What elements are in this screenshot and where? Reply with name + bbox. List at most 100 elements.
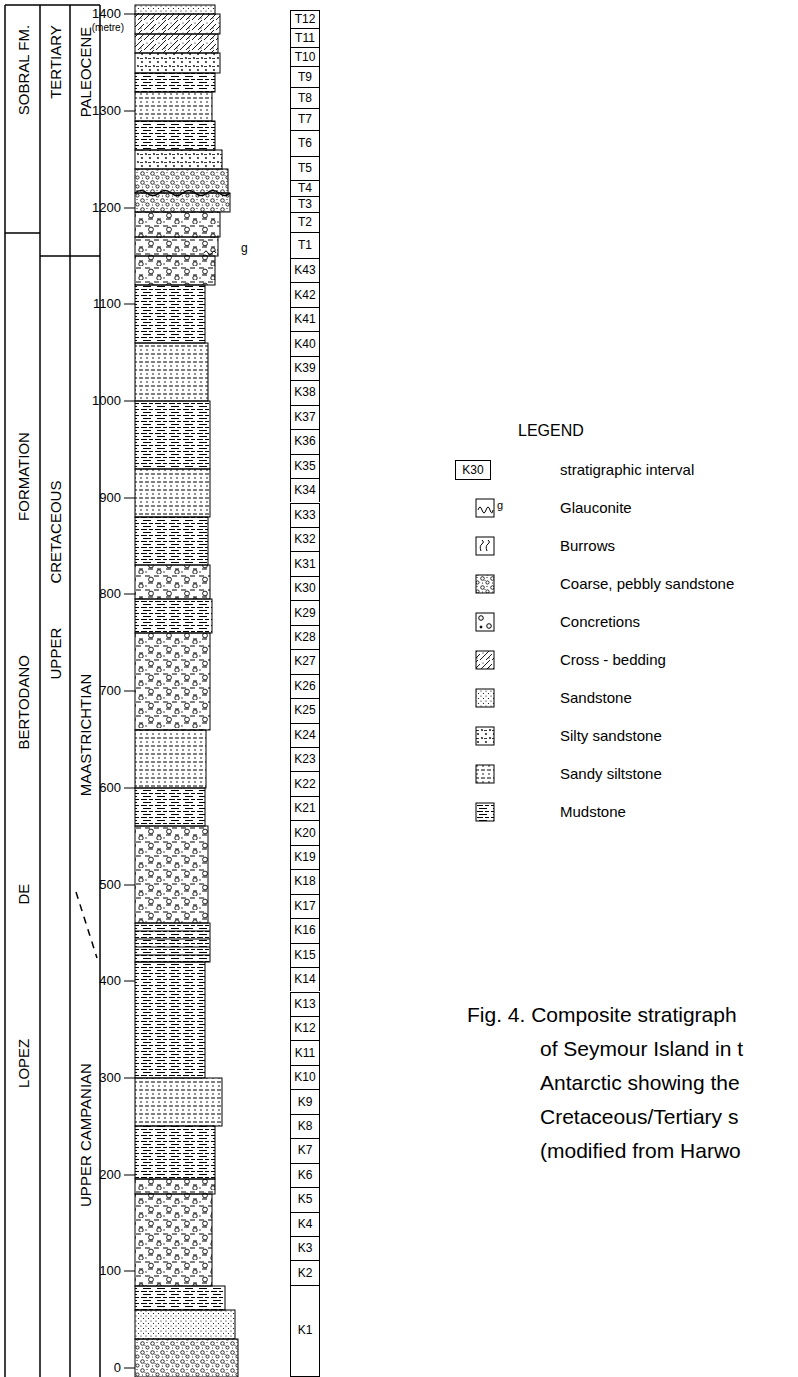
bedding-lines bbox=[135, 931, 210, 955]
interval-box: K25 bbox=[290, 698, 320, 722]
legend-text: Sandy siltstone bbox=[560, 765, 662, 783]
interval-label: T8 bbox=[298, 92, 312, 105]
interval-box: K3 bbox=[290, 1236, 320, 1260]
depth-label: 1400 bbox=[92, 6, 121, 22]
sandy-siltstone-bed bbox=[135, 1078, 222, 1126]
legend-text: Concretions bbox=[560, 613, 640, 631]
legend-title: LEGEND bbox=[518, 421, 584, 440]
interval-box: T10 bbox=[290, 47, 320, 66]
pebbly-sandstone-bed bbox=[135, 1339, 238, 1377]
concretion-bed bbox=[135, 565, 210, 599]
interval-label: K28 bbox=[294, 631, 315, 644]
interval-label: K2 bbox=[298, 1267, 313, 1280]
depth-label: 0 bbox=[114, 1360, 121, 1376]
lithology-column bbox=[135, 5, 238, 1377]
interval-box: K2 bbox=[290, 1260, 320, 1284]
band-label: UPPER CRETACEOUS bbox=[47, 481, 64, 680]
depth-label: 1000 bbox=[92, 393, 121, 409]
interval-label: K41 bbox=[294, 313, 315, 326]
glauconite-symbol bbox=[204, 251, 216, 255]
interval-box: K21 bbox=[290, 796, 320, 820]
interval-label: K30 bbox=[294, 582, 315, 595]
interval-box: K9 bbox=[290, 1089, 320, 1113]
legend-text: Sandstone bbox=[560, 689, 632, 707]
chronostratigraphic-band: TERTIARY bbox=[40, 5, 70, 256]
interval-box: K8 bbox=[290, 1114, 320, 1138]
depth-label: 600 bbox=[99, 780, 121, 796]
interval-label: T2 bbox=[298, 216, 312, 229]
interval-box: K24 bbox=[290, 723, 320, 747]
interval-box: K11 bbox=[290, 1040, 320, 1064]
interval-box: K39 bbox=[290, 356, 320, 380]
interval-box: K40 bbox=[290, 331, 320, 355]
interval-label: K4 bbox=[298, 1218, 313, 1231]
interval-box: T3 bbox=[290, 196, 320, 212]
interval-label: K10 bbox=[294, 1071, 315, 1084]
depth-label: 800 bbox=[99, 586, 121, 602]
interval-label: K35 bbox=[294, 460, 315, 473]
band-label: LOPEZ DE BERTODANO FORMATION bbox=[14, 432, 31, 1088]
sandstone-bed bbox=[135, 5, 215, 14]
interval-label: K42 bbox=[294, 289, 315, 302]
interval-box: K19 bbox=[290, 845, 320, 869]
interval-label: K43 bbox=[294, 264, 315, 277]
interval-label: K38 bbox=[294, 386, 315, 399]
glauconite-mark: g bbox=[497, 499, 503, 512]
interval-box: K4 bbox=[290, 1212, 320, 1236]
interval-label: K1 bbox=[298, 1324, 313, 1337]
interval-label: K16 bbox=[294, 924, 315, 937]
interval-box: K17 bbox=[290, 894, 320, 918]
period-boundary bbox=[40, 255, 100, 257]
interval-box: K43 bbox=[290, 258, 320, 282]
band-label: UPPER CAMPANIAN bbox=[77, 1063, 94, 1207]
interval-box: K37 bbox=[290, 405, 320, 429]
interval-sample: K30 bbox=[455, 460, 491, 480]
frame-line bbox=[5, 4, 100, 6]
depth-label: 700 bbox=[99, 683, 121, 699]
band-label: MAASTRICHTIAN bbox=[77, 674, 94, 797]
depth-label: 1300 bbox=[92, 103, 121, 119]
legend-text: stratigraphic interval bbox=[560, 461, 694, 479]
interval-label: K32 bbox=[294, 533, 315, 546]
mudstone-symbol bbox=[476, 803, 494, 821]
interval-box: K29 bbox=[290, 600, 320, 624]
cross-bedded-bed bbox=[135, 14, 220, 34]
sandy-siltstone-bed bbox=[135, 730, 206, 788]
frame-line bbox=[4, 5, 6, 1377]
legend-text: Glauconite bbox=[560, 499, 632, 517]
chronostratigraphic-band: UPPER CAMPANIAN bbox=[70, 925, 100, 1377]
concretion-mark bbox=[479, 616, 484, 621]
interval-box: T4 bbox=[290, 180, 320, 196]
mudstone-bed bbox=[135, 121, 215, 150]
interval-box: K28 bbox=[290, 625, 320, 649]
chronostratigraphic-band: LOPEZ DE BERTODANO FORMATION bbox=[5, 233, 40, 1377]
depth-label: 400 bbox=[99, 973, 121, 989]
interval-box: K12 bbox=[290, 1016, 320, 1040]
stage-boundary-dashed bbox=[76, 892, 97, 958]
interval-box: K10 bbox=[290, 1065, 320, 1089]
legend-text: Silty sandstone bbox=[560, 727, 662, 745]
mudstone-bed bbox=[135, 599, 212, 633]
interval-box: T11 bbox=[290, 28, 320, 47]
interval-box: K42 bbox=[290, 282, 320, 306]
interval-label: K24 bbox=[294, 729, 315, 742]
burrows-symbol bbox=[476, 537, 494, 555]
interval-label: T11 bbox=[295, 32, 315, 45]
interval-label: T10 bbox=[295, 51, 316, 64]
interval-box: K27 bbox=[290, 649, 320, 673]
pebbly-sandstone-bed bbox=[135, 169, 228, 193]
interval-label: K29 bbox=[294, 607, 315, 620]
interval-box: K33 bbox=[290, 503, 320, 527]
interval-label: K31 bbox=[294, 558, 315, 571]
sandy-siltstone-bed bbox=[135, 92, 212, 121]
chronostratigraphic-band: PALEOCENE bbox=[70, 5, 100, 256]
tick-marks bbox=[124, 14, 135, 1368]
interval-label: K11 bbox=[295, 1047, 315, 1060]
interval-box: K5 bbox=[290, 1187, 320, 1211]
interval-box: K16 bbox=[290, 918, 320, 942]
mudstone-bed bbox=[135, 517, 208, 565]
interval-box: K38 bbox=[290, 380, 320, 404]
interval-label: K6 bbox=[298, 1169, 313, 1182]
glauconite-symbol bbox=[476, 499, 494, 517]
